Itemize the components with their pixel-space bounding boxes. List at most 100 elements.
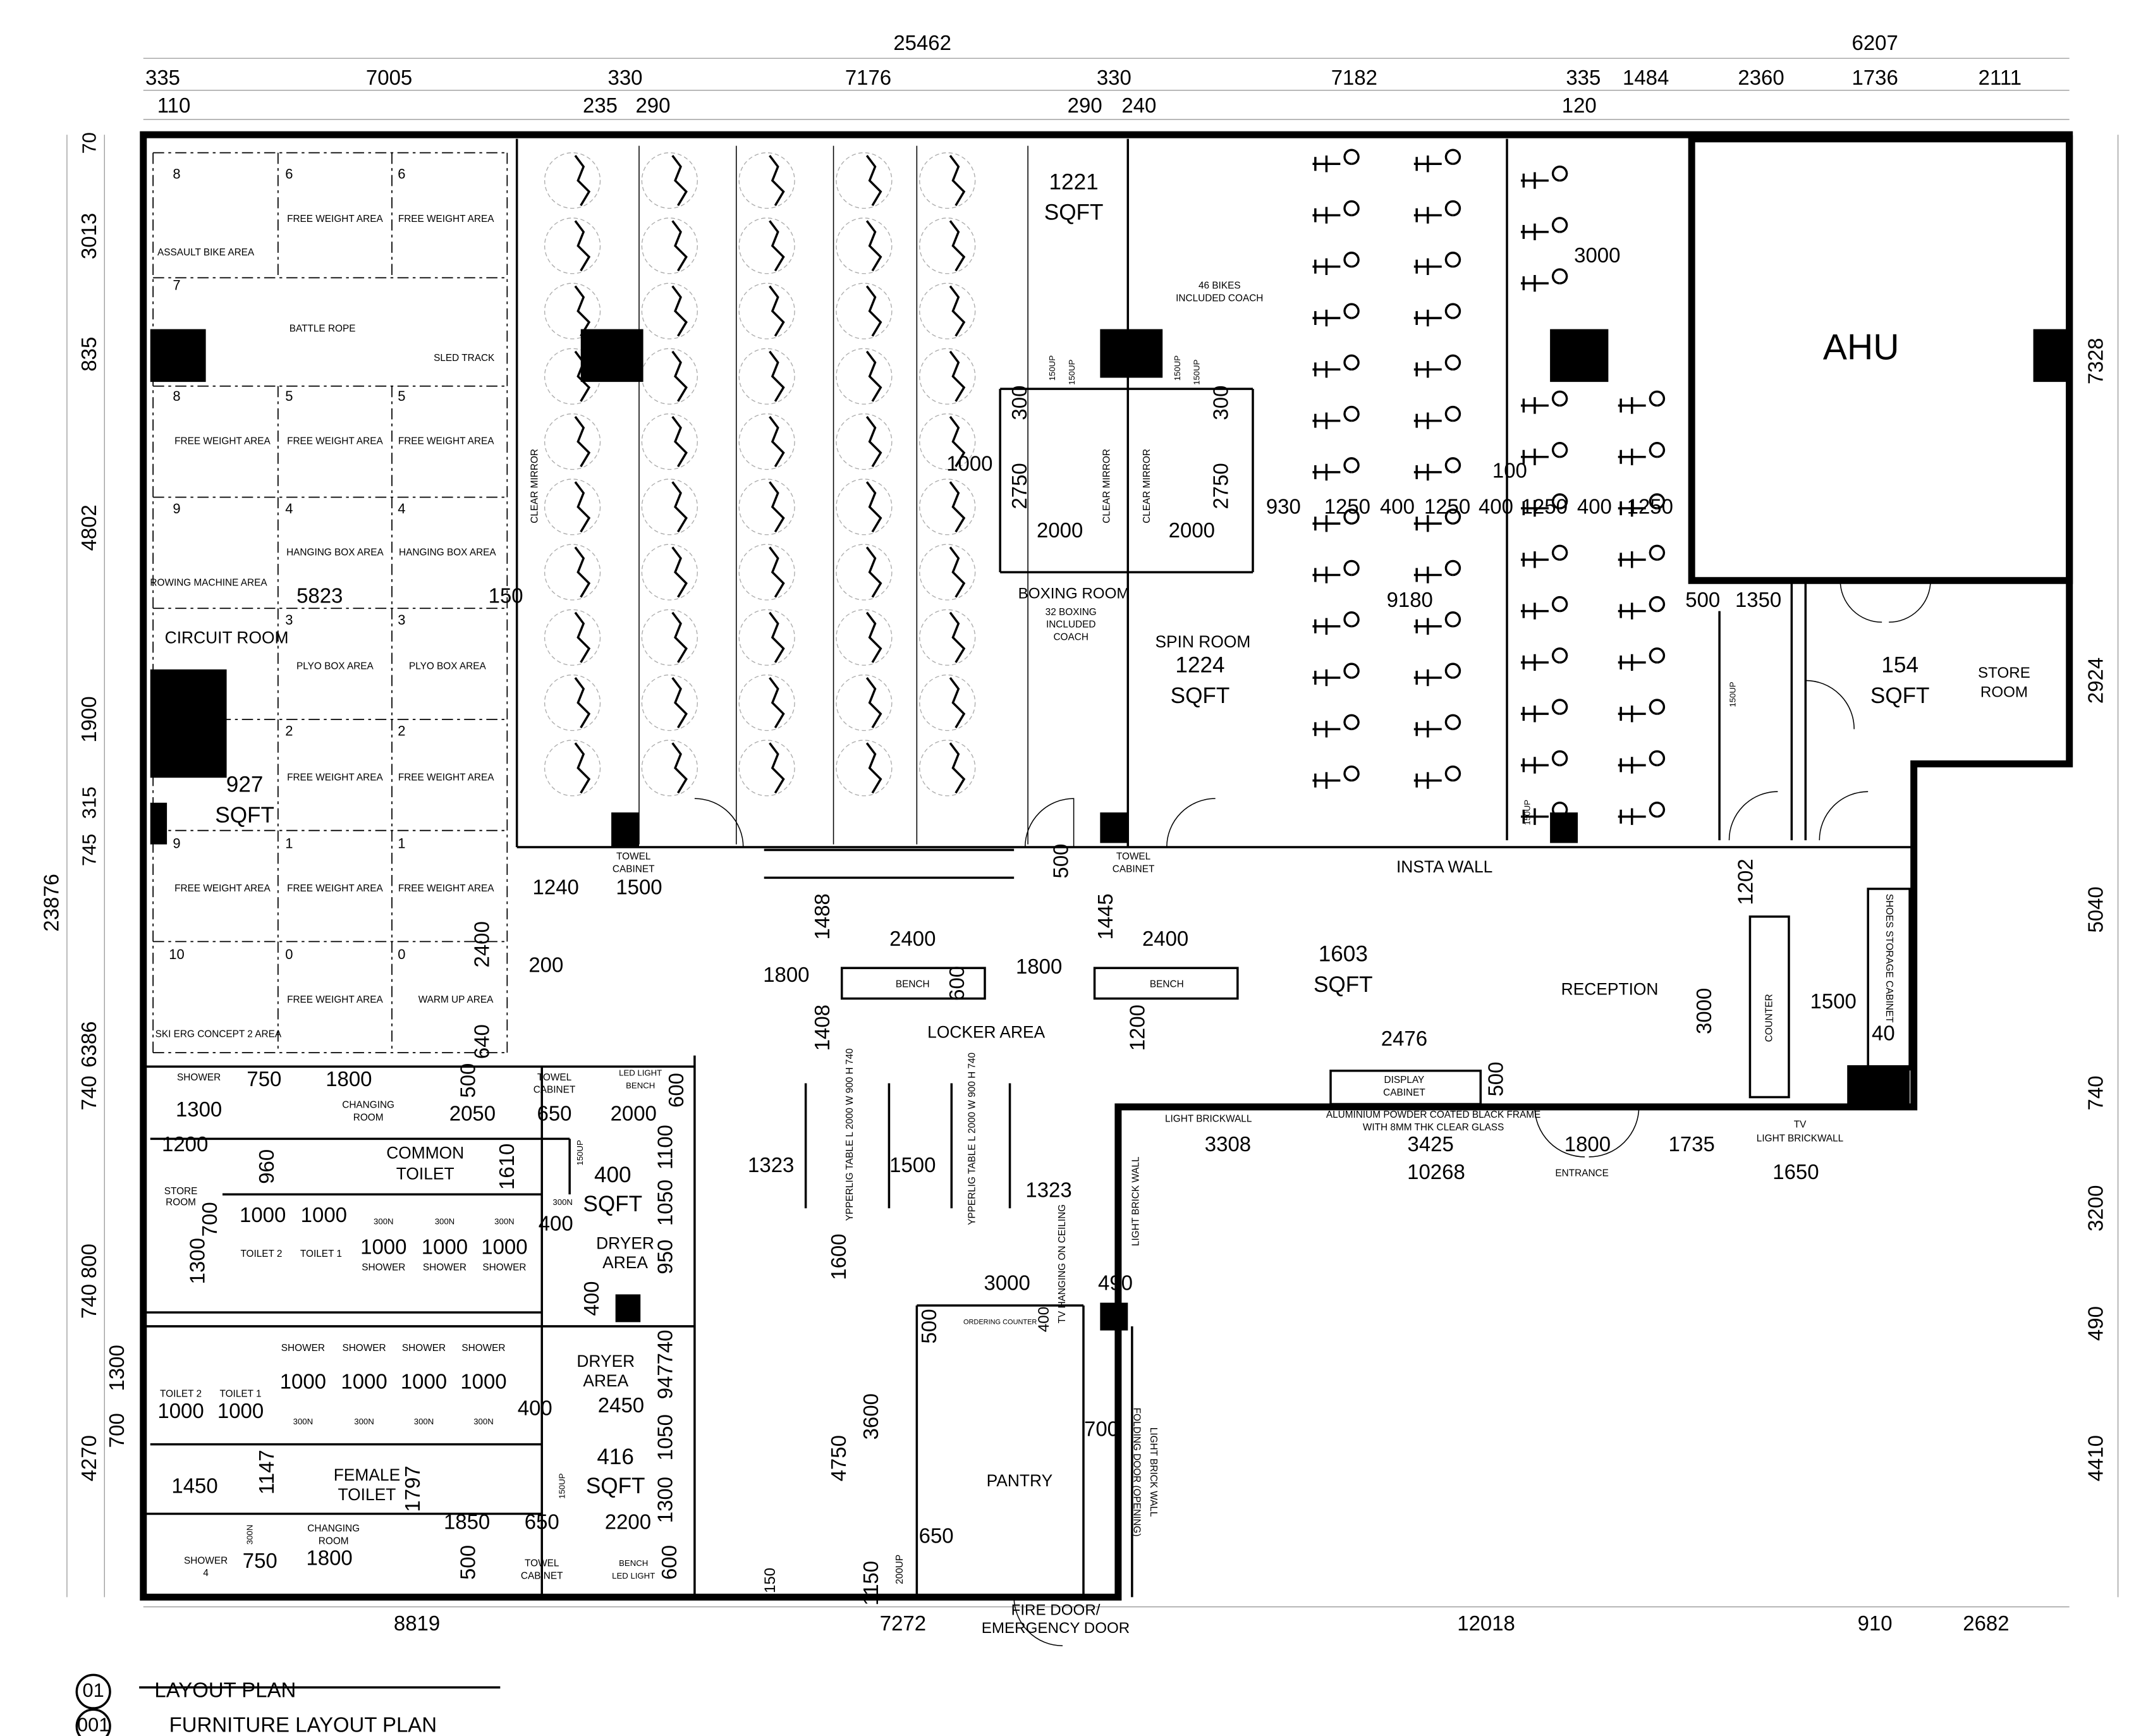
- room-label: INSTA WALL: [1396, 857, 1492, 876]
- room-label: 2476: [1381, 1027, 1427, 1050]
- boxer-figure-icon: [769, 350, 785, 402]
- boxer-figure-icon: [865, 611, 882, 663]
- boxer-figure-icon: [769, 220, 785, 272]
- boxer-figure-icon: [769, 415, 785, 468]
- room-label: 1000: [341, 1370, 387, 1393]
- room-label: ORDERING COUNTER: [963, 1318, 1037, 1326]
- boxing-bag-circle: [738, 217, 795, 274]
- boxing-bag-circle: [544, 740, 601, 797]
- room-label: 154: [1881, 653, 1918, 678]
- room-label: 1323: [1025, 1178, 1071, 1202]
- boxer-figure-icon: [949, 415, 966, 468]
- room-label: SHOWER: [177, 1072, 221, 1083]
- dimension-label: 12018: [1457, 1611, 1515, 1635]
- room-label: 40: [1872, 1021, 1895, 1044]
- room-label: SQFT: [1171, 683, 1230, 708]
- dimension-label: 7005: [366, 66, 412, 89]
- boxing-bag-circle: [738, 152, 795, 209]
- spin-bike-icon: [1618, 647, 1666, 671]
- room-label: WARM UP AREA: [418, 994, 494, 1005]
- room-label: 400: [1035, 1307, 1052, 1332]
- room-label: 500: [1685, 588, 1720, 611]
- boxer-figure-icon: [949, 611, 966, 663]
- spin-bike-icon: [1312, 714, 1360, 738]
- boxer-figure-icon: [671, 350, 688, 402]
- room-label: LED LIGHT: [619, 1068, 662, 1078]
- boxing-bag-circle: [641, 413, 698, 470]
- room-label: DRYER: [596, 1233, 654, 1252]
- boxing-bag-circle: [919, 740, 976, 797]
- boxer-figure-icon: [671, 676, 688, 729]
- boxer-figure-icon: [865, 481, 882, 533]
- boxing-bag-circle: [919, 152, 976, 209]
- room-label: 1500: [889, 1153, 936, 1177]
- room-label: 3000: [984, 1271, 1030, 1295]
- room-label: BENCH: [619, 1558, 648, 1568]
- room-label: 1000: [240, 1203, 286, 1226]
- spin-bike-icon: [1312, 457, 1360, 481]
- room-label: CHANGING: [307, 1524, 360, 1534]
- room-label: FREE WEIGHT AREA: [287, 772, 383, 783]
- room-label: 1797: [401, 1465, 424, 1512]
- room-label: 1240: [533, 876, 579, 899]
- boxing-bag-circle: [738, 609, 795, 666]
- room-label: 2000: [611, 1102, 657, 1125]
- room-label: 750: [243, 1549, 278, 1572]
- room-label: CABINET: [1383, 1087, 1425, 1098]
- boxer-figure-icon: [574, 220, 591, 272]
- spin-bike-icon: [1312, 559, 1360, 584]
- dimension-label: 4270: [77, 1435, 101, 1481]
- spin-bike-icon: [1312, 611, 1360, 635]
- dimension-label: 835: [77, 337, 101, 372]
- dimension-label: 330: [608, 66, 643, 89]
- room-label: 32 BOXING: [1046, 607, 1097, 618]
- room-label: SHOWER: [362, 1262, 405, 1273]
- room-label: AHU: [1823, 327, 1900, 368]
- room-label: SQFT: [1044, 200, 1104, 225]
- spin-bike-icon: [1618, 802, 1666, 825]
- dimension-label: 2111: [1979, 66, 2022, 89]
- spin-bike-icon: [1312, 252, 1360, 275]
- room-label: CLEAR MIRROR: [1101, 449, 1112, 523]
- boxing-bag-circle: [738, 348, 795, 405]
- room-label: 9: [173, 501, 180, 517]
- spin-bike-icon: [1312, 663, 1360, 687]
- boxing-bag-circle: [641, 217, 698, 274]
- room-label: 1000: [481, 1235, 527, 1259]
- room-label: CABINET: [521, 1570, 563, 1581]
- room-label: CHANGING: [342, 1100, 394, 1111]
- room-label: TOILET 2: [240, 1249, 282, 1259]
- boxing-bag-circle: [919, 413, 976, 470]
- dimension-label: 4802: [77, 504, 101, 551]
- boxer-figure-icon: [949, 220, 966, 272]
- room-label: 1000: [157, 1399, 204, 1422]
- room-label: FEMALE: [334, 1465, 400, 1484]
- room-label: 927: [226, 773, 264, 797]
- room-label: 1800: [1016, 955, 1062, 978]
- boxer-figure-icon: [769, 154, 785, 207]
- boxing-bag-circle: [738, 544, 795, 601]
- room-label: 1147: [255, 1450, 278, 1495]
- room-label: 2400: [470, 921, 494, 967]
- room-label: YPPERLIG TABLE L 2000 W 900 H 740: [845, 1048, 855, 1221]
- room-label: CIRCUIT ROOM: [165, 628, 289, 647]
- room-label: BENCH: [626, 1080, 655, 1090]
- boxing-bag-circle: [641, 283, 698, 339]
- title-title-1: LAYOUT PLAN: [154, 1678, 296, 1701]
- structural-columns: [150, 329, 2068, 1331]
- room-label: 1408: [810, 1005, 834, 1051]
- room-label: 1200: [162, 1132, 208, 1156]
- title-title-2: FURNITURE LAYOUT PLAN: [169, 1713, 437, 1736]
- room-label: WITH 8MM THK CLEAR GLASS: [1363, 1122, 1504, 1133]
- boxing-bag-circle: [641, 348, 698, 405]
- room-label: SHOWER: [342, 1343, 386, 1354]
- boxing-bag-circle: [836, 609, 893, 666]
- room-label: SKI ERG CONCEPT 2 AREA: [156, 1029, 282, 1040]
- room-label: 1450: [171, 1474, 217, 1497]
- room-label: LIGHT BRICKWALL: [1757, 1133, 1844, 1144]
- boxing-bag-circle: [919, 348, 976, 405]
- room-label: 700: [198, 1202, 221, 1237]
- room-label: 1800: [763, 963, 809, 986]
- boxer-figure-icon: [769, 676, 785, 729]
